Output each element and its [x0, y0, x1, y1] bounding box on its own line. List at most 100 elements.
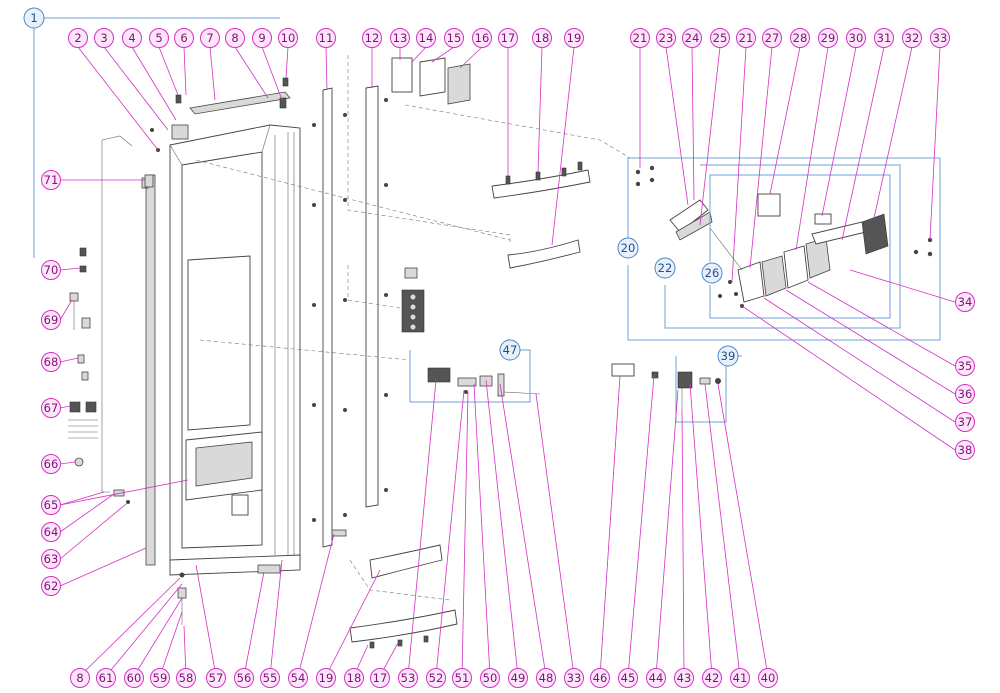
callout-5[interactable]: 5: [149, 28, 169, 48]
callout-48[interactable]: 48: [536, 668, 556, 688]
svg-text:16: 16: [475, 31, 490, 45]
strip-12: [365, 85, 379, 508]
callout-28[interactable]: 28: [790, 28, 810, 48]
screw-5: [175, 94, 182, 104]
latch-39: [677, 371, 693, 389]
callout-6[interactable]: 6: [174, 28, 194, 48]
callout-62[interactable]: 62: [41, 576, 61, 596]
callout-9[interactable]: 9: [252, 28, 272, 48]
callout-53[interactable]: 53: [398, 668, 418, 688]
callout-54[interactable]: 54: [288, 668, 308, 688]
callout-58[interactable]: 58: [176, 668, 196, 688]
callout-63[interactable]: 63: [41, 549, 61, 569]
svg-text:28: 28: [793, 31, 808, 45]
callout-4[interactable]: 4: [122, 28, 142, 48]
subassembly-20-callout[interactable]: 20: [617, 237, 639, 259]
callout-18-bottom[interactable]: 18: [344, 668, 364, 688]
subassembly-22-callout[interactable]: 22: [654, 257, 676, 279]
callout-31[interactable]: 31: [874, 28, 894, 48]
svg-text:37: 37: [958, 415, 973, 429]
callout-13[interactable]: 13: [390, 28, 410, 48]
callout-29[interactable]: 29: [818, 28, 838, 48]
assembly-1-callout[interactable]: 1: [23, 7, 45, 29]
callout-57[interactable]: 57: [206, 668, 226, 688]
handle-top-17: [491, 169, 591, 199]
callout-36[interactable]: 36: [955, 384, 975, 404]
callout-41[interactable]: 41: [730, 668, 750, 688]
callout-56[interactable]: 56: [234, 668, 254, 688]
callout-21-a[interactable]: 21: [630, 28, 650, 48]
callout-19-bottom[interactable]: 19: [316, 668, 336, 688]
strip-11: [322, 87, 333, 548]
subassembly-39-callout[interactable]: 39: [717, 345, 739, 367]
callout-42[interactable]: 42: [702, 668, 722, 688]
callout-10[interactable]: 10: [278, 28, 298, 48]
callout-65[interactable]: 65: [41, 495, 61, 515]
callout-16[interactable]: 16: [472, 28, 492, 48]
callout-19-top[interactable]: 19: [564, 28, 584, 48]
callout-68[interactable]: 68: [41, 352, 61, 372]
callout-12[interactable]: 12: [362, 28, 382, 48]
callout-37[interactable]: 37: [955, 412, 975, 432]
part-59: [177, 587, 187, 599]
callout-18-top[interactable]: 18: [532, 28, 552, 48]
callout-38[interactable]: 38: [955, 440, 975, 460]
callout-64[interactable]: 64: [41, 522, 61, 542]
callout-49[interactable]: 49: [508, 668, 528, 688]
svg-text:64: 64: [44, 525, 59, 539]
svg-text:47: 47: [503, 343, 518, 357]
callout-51[interactable]: 51: [452, 668, 472, 688]
callout-43[interactable]: 43: [674, 668, 694, 688]
callout-66[interactable]: 66: [41, 454, 61, 474]
callout-59[interactable]: 59: [150, 668, 170, 688]
callout-25[interactable]: 25: [710, 28, 730, 48]
callout-61[interactable]: 61: [96, 668, 116, 688]
callout-24[interactable]: 24: [682, 28, 702, 48]
svg-text:33: 33: [567, 671, 582, 685]
callout-40[interactable]: 40: [758, 668, 778, 688]
callout-15[interactable]: 15: [444, 28, 464, 48]
callout-2[interactable]: 2: [68, 28, 88, 48]
callout-17-top[interactable]: 17: [498, 28, 518, 48]
svg-text:12: 12: [365, 31, 380, 45]
callout-33-top[interactable]: 33: [930, 28, 950, 48]
part-70: [79, 247, 87, 257]
callout-11[interactable]: 11: [316, 28, 336, 48]
svg-text:14: 14: [419, 31, 434, 45]
callout-8-top[interactable]: 8: [225, 28, 245, 48]
callout-30[interactable]: 30: [846, 28, 866, 48]
callout-21-b[interactable]: 21: [736, 28, 756, 48]
callout-60[interactable]: 60: [124, 668, 144, 688]
top-rail-7: [189, 91, 291, 115]
callout-55[interactable]: 55: [260, 668, 280, 688]
part-25: [675, 211, 713, 241]
callout-17-bottom[interactable]: 17: [370, 668, 390, 688]
callout-45[interactable]: 45: [618, 668, 638, 688]
callout-33-bottom[interactable]: 33: [564, 668, 584, 688]
svg-text:15: 15: [447, 31, 462, 45]
subassembly-47-callout[interactable]: 47: [499, 339, 521, 361]
callout-52[interactable]: 52: [426, 668, 446, 688]
svg-text:22: 22: [658, 261, 673, 275]
part-69: [69, 292, 79, 302]
callout-23[interactable]: 23: [656, 28, 676, 48]
subassembly-26-callout[interactable]: 26: [701, 262, 723, 284]
callout-27[interactable]: 27: [762, 28, 782, 48]
callout-70[interactable]: 70: [41, 260, 61, 280]
svg-text:46: 46: [593, 671, 608, 685]
callout-7[interactable]: 7: [200, 28, 220, 48]
callout-34[interactable]: 34: [955, 292, 975, 312]
callout-35[interactable]: 35: [955, 356, 975, 376]
lock-barrel: [457, 377, 477, 387]
callout-14[interactable]: 14: [416, 28, 436, 48]
callout-69[interactable]: 69: [41, 310, 61, 330]
callout-50[interactable]: 50: [480, 668, 500, 688]
callout-71[interactable]: 71: [41, 170, 61, 190]
callout-67[interactable]: 67: [41, 398, 61, 418]
callout-3[interactable]: 3: [94, 28, 114, 48]
callout-8-bottom[interactable]: 8: [70, 668, 90, 688]
callout-46[interactable]: 46: [590, 668, 610, 688]
svg-text:66: 66: [44, 457, 59, 471]
callout-44[interactable]: 44: [646, 668, 666, 688]
callout-32[interactable]: 32: [902, 28, 922, 48]
